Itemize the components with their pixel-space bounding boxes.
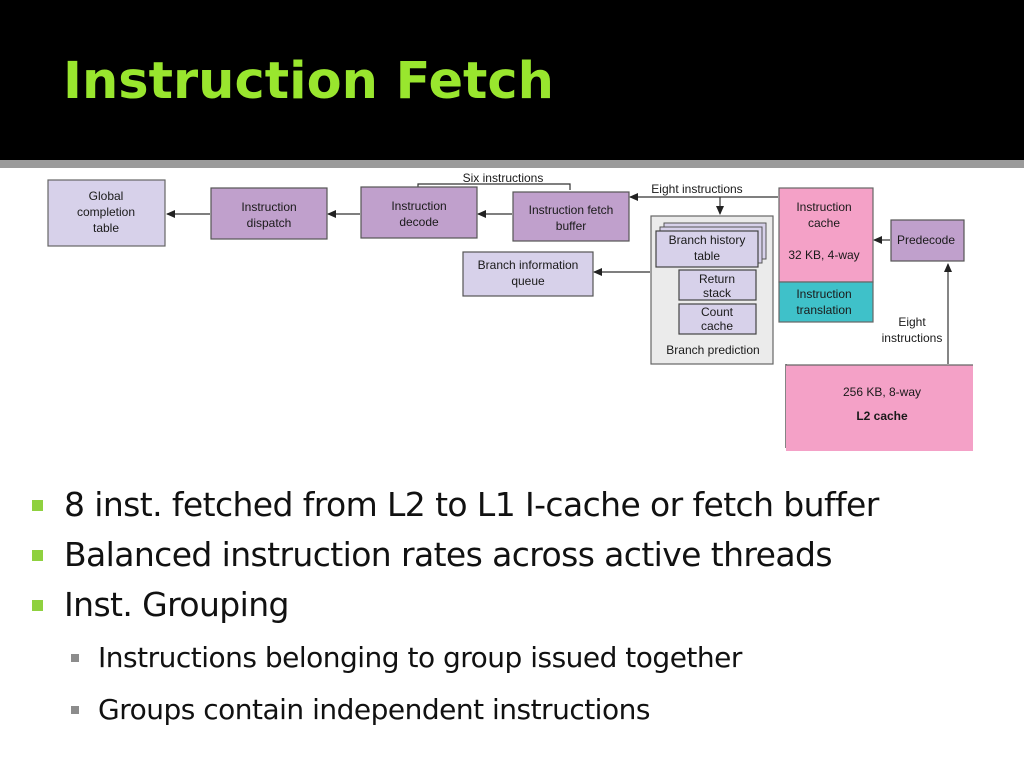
label-count-2: cache [701, 319, 733, 333]
sub-bullet-item: Groups contain independent instructions [28, 684, 1018, 736]
bullet-list: 8 inst. fetched from L2 to L1 I-cache or… [28, 480, 1018, 736]
box-instruction-cache: Instruction cache 32 KB, 4-way Instructi… [778, 187, 874, 323]
label-eight-instructions-top: Eight instructions [651, 182, 742, 196]
label-return-1: Return [699, 272, 735, 286]
label-completion: completion [77, 205, 135, 219]
box-instruction-dispatch: Instruction dispatch [210, 187, 328, 240]
label-bht-2: table [694, 249, 720, 263]
label-biq-2: queue [511, 274, 545, 288]
label-decode-1: Instruction [391, 199, 446, 213]
label-itrans-2: translation [796, 303, 851, 317]
label-six-instructions: Six instructions [463, 171, 544, 185]
sub-bullet-marker-icon [71, 654, 79, 662]
sub-bullet-text: Instructions belonging to group issued t… [98, 641, 742, 674]
label-decode-2: decode [399, 215, 439, 229]
label-predecode: Predecode [897, 233, 955, 247]
box-instruction-decode: Instruction decode [360, 186, 478, 239]
bullet-item: Inst. Grouping [28, 580, 1018, 630]
label-return-2: stack [703, 286, 732, 300]
box-branch-prediction: Branch history table Return stack Count … [650, 215, 774, 365]
sub-bullet-marker-icon [71, 706, 79, 714]
label-global: Global [89, 189, 124, 203]
bullet-text: 8 inst. fetched from L2 to L1 I-cache or… [64, 485, 879, 524]
label-dispatch-2: dispatch [247, 216, 292, 230]
label-dispatch-1: Instruction [241, 200, 296, 214]
label-biq-1: Branch information [478, 258, 579, 272]
label-fetchbuf-2: buffer [556, 219, 586, 233]
instruction-fetch-diagram: Global completion table Instruction disp… [47, 171, 973, 451]
label-branch-prediction: Branch prediction [666, 343, 759, 357]
label-table: table [93, 221, 119, 235]
label-l2-size: 256 KB, 8-way [843, 385, 921, 399]
slide-content: Global completion table Instruction disp… [0, 168, 1024, 768]
bullet-marker-icon [32, 500, 43, 511]
bullet-marker-icon [32, 550, 43, 561]
label-eight-side-1: Eight [898, 315, 926, 329]
box-l2-cache: 256 KB, 8-way L2 cache [786, 364, 973, 451]
box-branch-info-queue: Branch information queue [462, 251, 594, 297]
bullet-item: 8 inst. fetched from L2 to L1 I-cache or… [28, 480, 1018, 530]
label-eight-side-2: instructions [882, 331, 943, 345]
label-l2-cache: L2 cache [856, 409, 908, 423]
label-icache-size: 32 KB, 4-way [788, 248, 859, 262]
bullet-marker-icon [32, 600, 43, 611]
title-bar: Instruction Fetch [0, 0, 1024, 160]
label-itrans-1: Instruction [796, 287, 851, 301]
box-predecode: Predecode [890, 219, 965, 262]
sub-bullet-text: Groups contain independent instructions [98, 693, 650, 726]
bullet-text: Inst. Grouping [64, 585, 289, 624]
bullet-text: Balanced instruction rates across active… [64, 535, 833, 574]
bullet-item: Balanced instruction rates across active… [28, 530, 1018, 580]
box-fetch-buffer: Instruction fetch buffer [512, 191, 630, 242]
label-bht-1: Branch history [669, 233, 746, 247]
sub-bullet-item: Instructions belonging to group issued t… [28, 632, 1018, 684]
label-icache-2: cache [808, 216, 840, 230]
label-icache-1: Instruction [796, 200, 851, 214]
title-divider [0, 160, 1024, 168]
label-fetchbuf-1: Instruction fetch [529, 203, 614, 217]
label-count-1: Count [701, 305, 734, 319]
slide-title: Instruction Fetch [63, 52, 554, 111]
box-global-completion: Global completion table [47, 179, 166, 247]
